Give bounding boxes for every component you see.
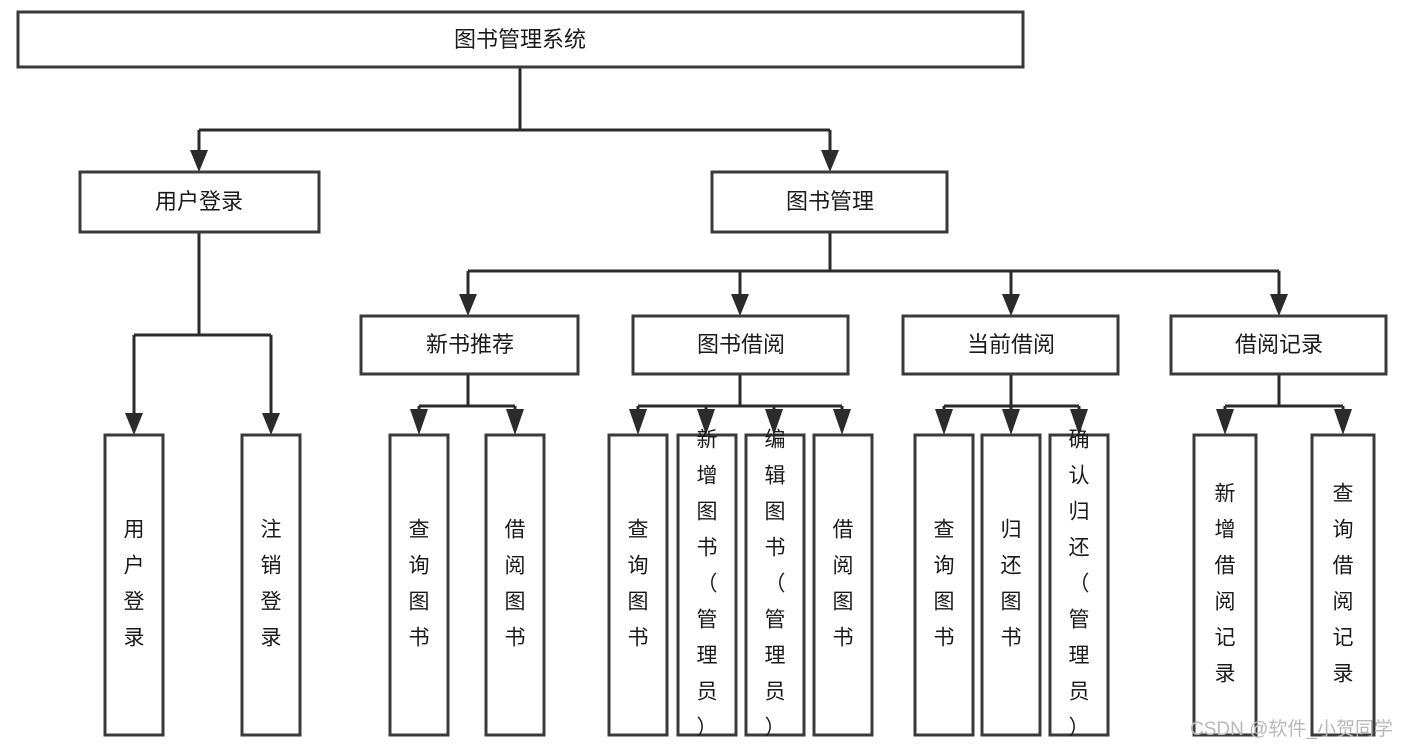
leaf-return-book-box[interactable] [980, 433, 1042, 737]
node-user-login-label: 用户登录 [155, 189, 243, 214]
node-borrow-record[interactable]: 借阅记录 [1169, 314, 1388, 376]
leaf-add-record-box[interactable] [1192, 433, 1258, 737]
leaf-query-book-1-label: 查询图书 [409, 519, 430, 650]
leaf-query-book-2-label: 查询图书 [628, 519, 649, 650]
leaf-confirm-return-label: 确认归还（管理员） [1069, 429, 1090, 740]
node-book-manage[interactable]: 图书管理 [710, 170, 949, 234]
leaf-edit-book-box[interactable] [744, 433, 806, 737]
arrow-head-leaf-add-book [697, 409, 715, 435]
node-book-borrow-label: 图书借阅 [697, 332, 785, 357]
node-new-book-recommend[interactable]: 新书推荐 [359, 314, 580, 376]
node-book-manage-label: 图书管理 [786, 189, 874, 214]
arrow-head-leaf-confirm-return [1070, 409, 1088, 435]
arrow-head-leaf-query-record [1334, 409, 1352, 435]
node-current-borrow[interactable]: 当前借阅 [901, 314, 1120, 376]
arrow-head-leaf-borrow-book-1 [506, 409, 524, 435]
leaf-user-login-box[interactable] [103, 433, 165, 737]
arrow-head-leaf-edit-book [765, 409, 783, 435]
arrow-head-borrow-record [1270, 294, 1288, 316]
leaf-query-book-1[interactable]: 查询图书 [388, 433, 450, 737]
node-user-login-box[interactable] [78, 170, 321, 234]
arrow-head-leaf-add-record [1216, 409, 1234, 435]
leaf-borrow-book-1-label: 借阅图书 [505, 519, 526, 650]
leaf-query-book-2-box[interactable] [607, 433, 669, 737]
leaf-return-book[interactable]: 归还图书 [980, 433, 1042, 737]
arrow-head-book-borrow [731, 294, 749, 316]
arrow-head-new-book-recommend [459, 294, 477, 316]
leaf-query-book-3[interactable]: 查询图书 [913, 433, 975, 737]
arrow-head-book-manage [821, 150, 839, 172]
leaf-add-book-box[interactable] [676, 433, 738, 737]
leaf-add-book[interactable]: 新增图书（管理员） [676, 429, 738, 740]
leaf-query-book-2[interactable]: 查询图书 [607, 433, 669, 737]
node-book-borrow-box[interactable] [631, 314, 850, 376]
leaf-confirm-return[interactable]: 确认归还（管理员） [1048, 429, 1110, 740]
node-root-label: 图书管理系统 [454, 27, 586, 52]
leaf-query-book-1-box[interactable] [388, 433, 450, 737]
node-borrow-record-box[interactable] [1169, 314, 1388, 376]
node-borrow-record-label: 借阅记录 [1235, 332, 1323, 357]
node-new-book-recommend-box[interactable] [359, 314, 580, 376]
leaf-return-book-label: 归还图书 [1001, 519, 1022, 650]
leaf-confirm-return-box[interactable] [1048, 433, 1110, 737]
arrow-head-user-login [190, 150, 208, 172]
leaf-borrow-book-2[interactable]: 借阅图书 [812, 433, 874, 737]
csdn-watermark: CSDN @软件_小贺同学 [1190, 718, 1393, 740]
arrow-head-leaf-borrow-book-2 [833, 409, 851, 435]
node-root[interactable]: 图书管理系统 [16, 10, 1025, 69]
leaf-add-record[interactable]: 新增借阅记录 [1192, 433, 1258, 737]
leaf-edit-book[interactable]: 编辑图书（管理员） [744, 429, 806, 740]
leaf-borrow-book-1-box[interactable] [484, 433, 546, 737]
arrow-head-current-borrow [1002, 294, 1020, 316]
node-new-book-recommend-label: 新书推荐 [426, 332, 514, 357]
leaf-query-record[interactable]: 查询借阅记录 [1310, 433, 1376, 737]
leaf-borrow-book-2-label: 借阅图书 [833, 519, 854, 650]
leaf-user-logout[interactable]: 注销登录 [240, 433, 302, 737]
leaf-query-book-3-label: 查询图书 [934, 519, 955, 650]
arrow-head-leaf-user-logout [262, 413, 280, 435]
leaf-edit-book-label: 编辑图书（管理员） [765, 429, 786, 740]
arrow-head-leaf-query-book-3 [935, 409, 953, 435]
leaf-add-book-label: 新增图书（管理员） [697, 429, 718, 740]
node-root-box[interactable] [16, 10, 1025, 69]
node-current-borrow-box[interactable] [901, 314, 1120, 376]
leaf-borrow-book-1[interactable]: 借阅图书 [484, 433, 546, 737]
leaf-user-login-label: 用户登录 [124, 519, 145, 650]
leaf-query-record-box[interactable] [1310, 433, 1376, 737]
leaf-user-login[interactable]: 用户登录 [103, 433, 165, 737]
leaf-query-record-label: 查询借阅记录 [1333, 483, 1354, 686]
arrow-head-leaf-query-book-2 [629, 409, 647, 435]
leaf-query-book-3-box[interactable] [913, 433, 975, 737]
leaf-user-logout-box[interactable] [240, 433, 302, 737]
arrow-head-leaf-user-login [125, 413, 143, 435]
node-current-borrow-label: 当前借阅 [967, 332, 1055, 357]
node-user-login[interactable]: 用户登录 [78, 170, 321, 234]
arrow-head-leaf-query-book-1 [410, 409, 428, 435]
node-book-borrow[interactable]: 图书借阅 [631, 314, 850, 376]
leaf-add-record-label: 新增借阅记录 [1215, 483, 1236, 686]
arrow-head-leaf-return-book [1002, 409, 1020, 435]
leaf-user-logout-label: 注销登录 [261, 519, 282, 650]
leaf-borrow-book-2-box[interactable] [812, 433, 874, 737]
connector-layer [125, 67, 1352, 435]
node-book-manage-box[interactable] [710, 170, 949, 234]
